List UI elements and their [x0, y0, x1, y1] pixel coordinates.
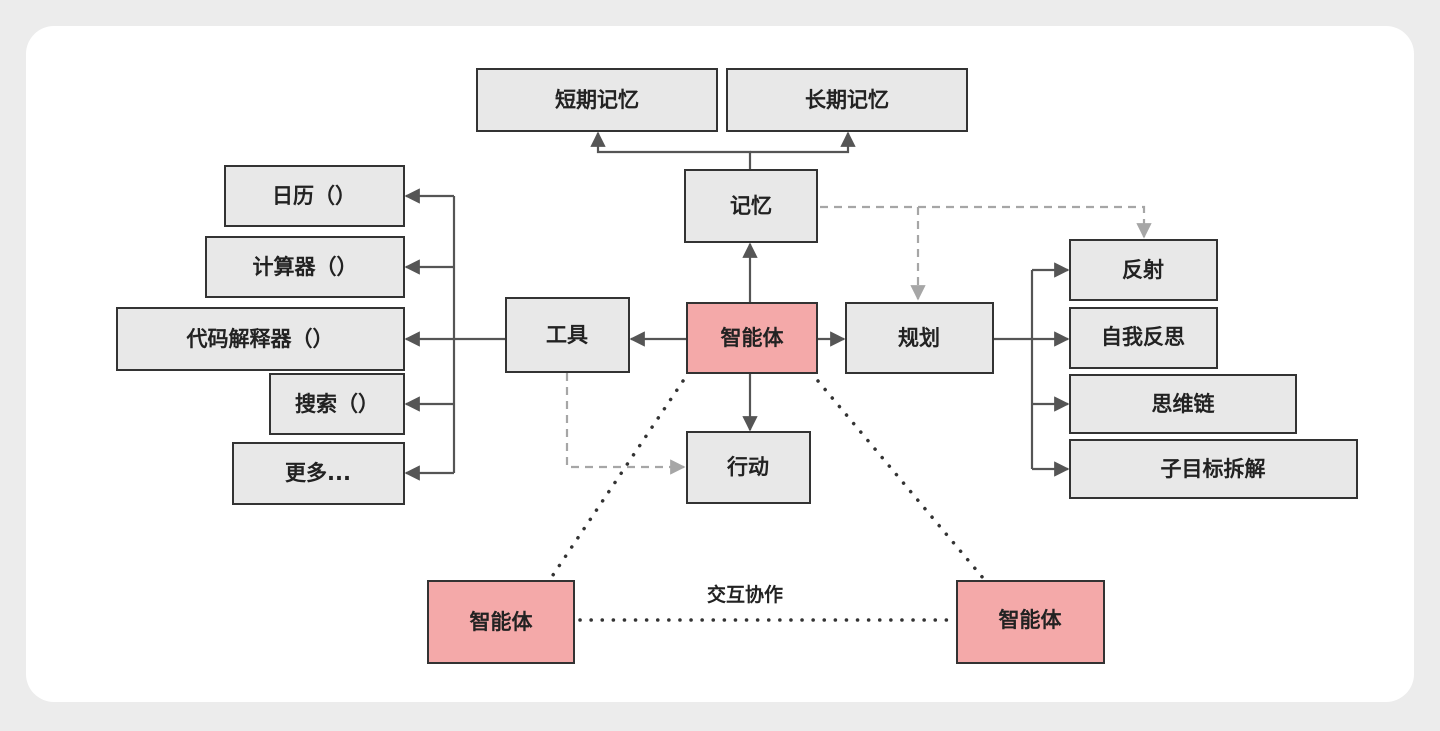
- node-more-label: 更多...: [285, 461, 351, 485]
- node-reflection: 反射: [1069, 239, 1218, 301]
- node-agent-center-label: 智能体: [721, 326, 785, 350]
- node-agent-center: 智能体: [686, 302, 818, 374]
- node-code-interpreter-label: 代码解释器（）: [186, 327, 334, 351]
- collaboration-label: 交互协作: [707, 583, 783, 606]
- node-agent-left: 智能体: [427, 580, 575, 664]
- node-memory-label: 记忆: [730, 194, 772, 218]
- node-planning-label: 规划: [898, 326, 940, 350]
- edge-tools-action-dashed: [565, 373, 686, 475]
- node-calendar-label: 日历（）: [272, 184, 356, 208]
- node-more: 更多...: [232, 442, 405, 505]
- edge-collab-right: [816, 379, 985, 580]
- node-short-term-memory: 短期记忆: [476, 68, 718, 132]
- node-search: 搜索（）: [269, 373, 405, 435]
- node-planning: 规划: [845, 302, 994, 374]
- node-self-critique: 自我反思: [1069, 307, 1218, 369]
- node-agent-right: 智能体: [956, 580, 1105, 664]
- edge-memory-reflection-dashed: [820, 205, 1152, 239]
- node-agent-right-label: 智能体: [999, 608, 1063, 632]
- node-memory: 记忆: [684, 169, 818, 243]
- node-agent-left-label: 智能体: [470, 610, 534, 634]
- node-tools-label: 工具: [546, 323, 588, 347]
- node-short-term-memory-label: 短期记忆: [555, 88, 639, 112]
- node-calculator: 计算器（）: [205, 236, 405, 298]
- node-action: 行动: [686, 431, 811, 504]
- node-calculator-label: 计算器（）: [253, 255, 358, 279]
- connectors: [404, 131, 1152, 622]
- edge-collab-left: [549, 379, 685, 580]
- edge-memory-short-term: [590, 131, 752, 170]
- node-calendar: 日历（）: [224, 165, 405, 227]
- node-subgoal-decomposition-label: 子目标拆解: [1161, 457, 1266, 481]
- node-chain-of-thought: 思维链: [1069, 374, 1297, 434]
- edge-memory-long-term: [750, 131, 856, 154]
- node-action-label: 行动: [726, 455, 769, 479]
- node-self-critique-label: 自我反思: [1101, 325, 1185, 349]
- node-search-label: 搜索（）: [295, 392, 379, 416]
- node-long-term-memory-label: 长期记忆: [805, 88, 889, 112]
- node-reflection-label: 反射: [1122, 258, 1164, 282]
- node-subgoal-decomposition: 子目标拆解: [1069, 439, 1358, 499]
- node-long-term-memory: 长期记忆: [726, 68, 968, 132]
- node-tools: 工具: [505, 297, 630, 373]
- node-chain-of-thought-label: 思维链: [1152, 392, 1216, 416]
- node-code-interpreter: 代码解释器（）: [116, 307, 405, 371]
